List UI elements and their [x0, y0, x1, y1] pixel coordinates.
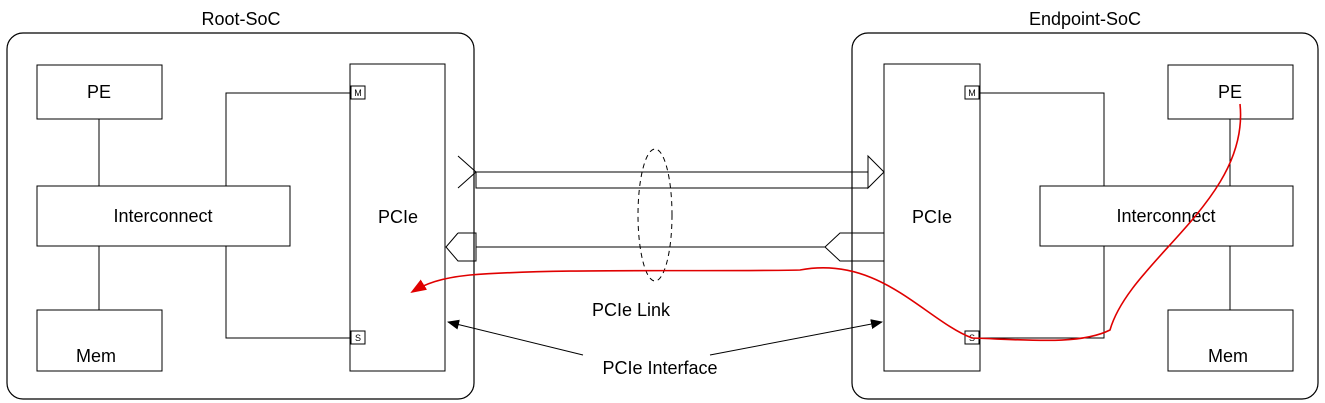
pcie-interface-label: PCIe Interface — [602, 358, 717, 378]
interface-arrow-root — [447, 319, 584, 356]
endpoint-s-bus-wire — [979, 246, 1105, 339]
root-pcie-port-s-label: S — [355, 333, 361, 343]
root-s-bus-wire — [225, 246, 350, 339]
root-soc-title: Root-SoC — [201, 9, 280, 29]
root-soc: Root-SoC PE Interconnect Mem PCIe M S — [6, 9, 475, 400]
endpoint-pcie-block — [883, 63, 981, 372]
interface-arrow-endpoint — [709, 319, 883, 356]
endpoint-soc-container — [851, 32, 1319, 400]
root-mem-block — [36, 309, 163, 372]
endpoint-soc-title: Endpoint-SoC — [1029, 9, 1141, 29]
endpoint-soc: Endpoint-SoC PCIe M S PE Interconnect Me… — [851, 9, 1319, 400]
pcie-link: PCIe Link — [445, 148, 885, 320]
root-pcie-block — [349, 63, 446, 372]
root-pcie-port-m-label: M — [354, 88, 362, 98]
endpoint-mem-block — [1167, 309, 1294, 372]
endpoint-pe-block — [1167, 64, 1294, 120]
root-interconnect-label: Interconnect — [113, 206, 212, 226]
endpoint-mem-label: Mem — [1208, 346, 1248, 366]
link-bundle-ellipse — [637, 148, 673, 282]
endpoint-pcie-port-m-label: M — [968, 88, 976, 98]
endpoint-interconnect-block — [1039, 185, 1294, 247]
root-m-bus-wire — [225, 92, 350, 186]
root-soc-container — [6, 32, 475, 400]
root-pe-label: PE — [87, 82, 111, 102]
root-pcie-port-m — [350, 85, 366, 100]
root-pcie-label: PCIe — [378, 207, 418, 227]
root-pcie-port-s — [350, 330, 366, 345]
root-interconnect-block — [36, 185, 291, 247]
endpoint-pe-label: PE — [1218, 82, 1242, 102]
link-lane-endpoint-to-root — [445, 232, 884, 262]
transaction-path — [410, 103, 1242, 342]
endpoint-pcie-label: PCIe — [912, 207, 952, 227]
pcie-link-label: PCIe Link — [592, 300, 671, 320]
link-lane-root-to-endpoint — [457, 154, 885, 190]
pcie-interface-callout: PCIe Interface — [447, 319, 883, 378]
endpoint-m-bus-wire — [979, 92, 1105, 186]
root-mem-label: Mem — [76, 346, 116, 366]
